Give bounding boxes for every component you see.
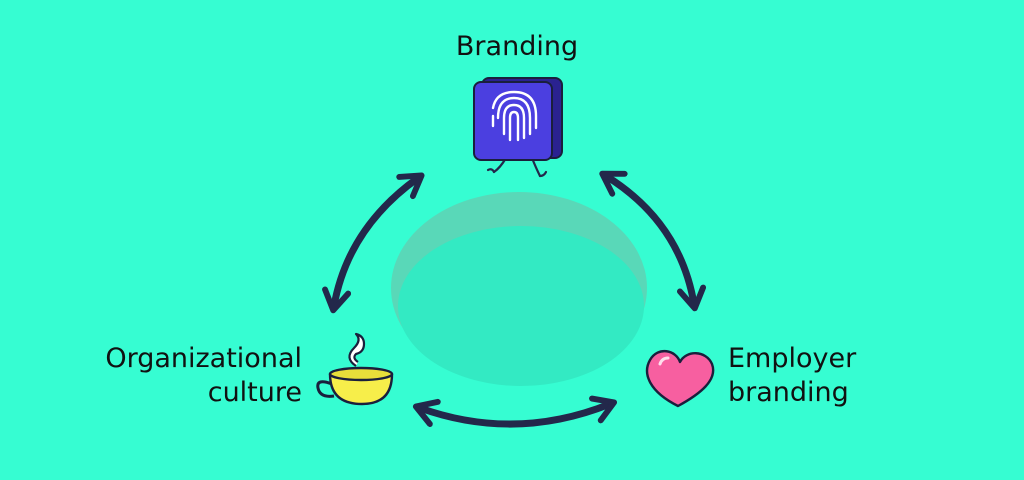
employer-branding-line1: Employer [728,343,857,374]
branding-label: Branding [455,31,579,62]
teacup-icon [316,332,394,406]
arrow-culture-employer [412,395,618,428]
heart-icon [645,350,715,408]
employer-branding-line2: branding [728,377,849,408]
center-hole [391,192,647,386]
node-label-employer-branding: Employer branding [728,342,856,410]
arrow-branding-employer [599,170,707,312]
organizational-culture-line2: culture [207,377,302,408]
node-label-organizational-culture: Organizational culture [105,342,302,410]
fingerprint-icon [473,77,563,178]
node-label-branding: Branding [0,30,1024,64]
arrow-branding-culture [322,172,425,314]
organizational-culture-line1: Organizational [105,343,302,374]
